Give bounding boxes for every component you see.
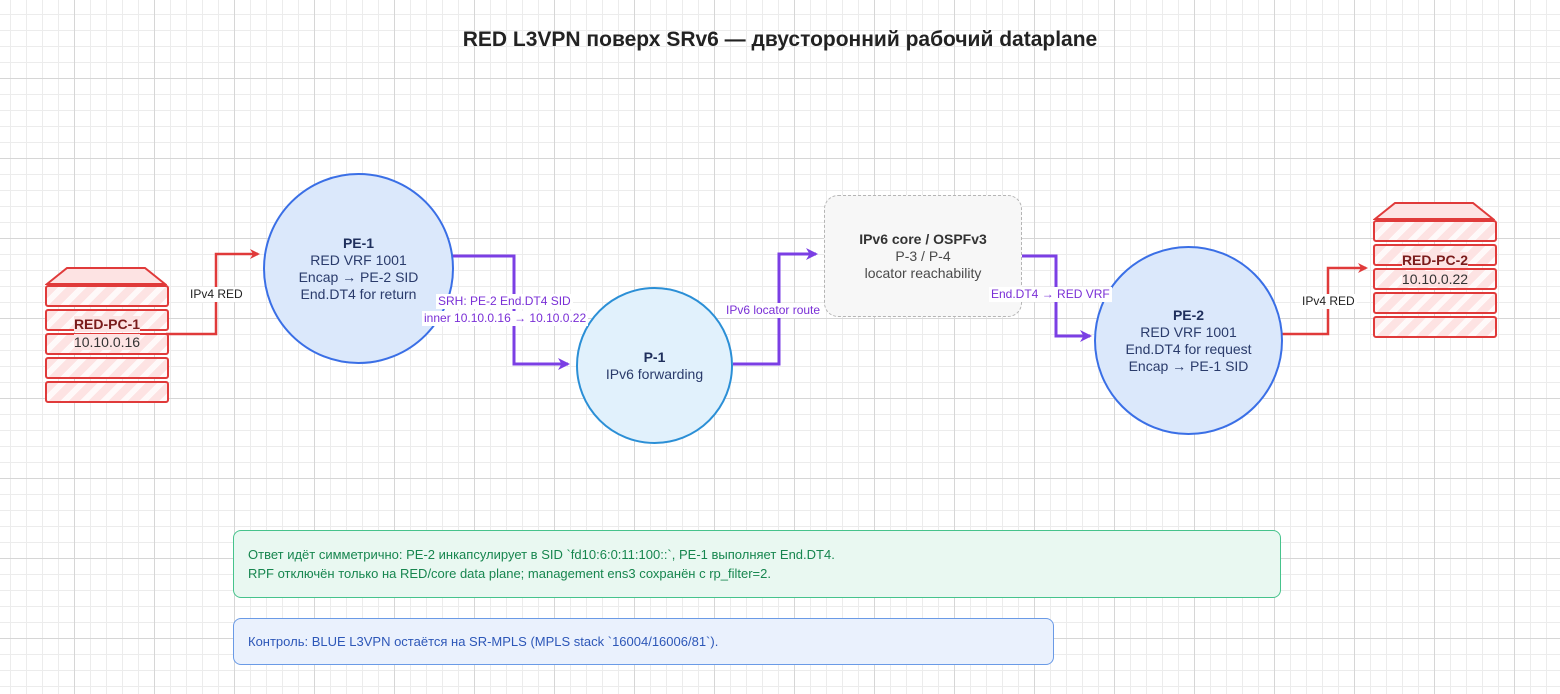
control-note: Контроль: BLUE L3VPN остаётся на SR-MPLS… (233, 618, 1054, 665)
server-row (1373, 220, 1497, 242)
pe-1-node[interactable]: PE-1 RED VRF 1001 Encap → PE-2 SID End.D… (263, 173, 454, 364)
page-title: RED L3VPN поверх SRv6 — двусторонний раб… (462, 28, 1098, 51)
edge-pe1-p1 (452, 254, 570, 370)
pe-2-node[interactable]: PE-2 RED VRF 1001 End.DT4 for request En… (1094, 246, 1283, 435)
node-line: End.DT4 for request (1125, 340, 1252, 357)
node-line: Encap → PE-1 SID (1128, 357, 1249, 374)
node-name: P-1 (643, 348, 666, 365)
server-row (1373, 316, 1497, 338)
edge-label-pc1-pe1: IPv4 RED (188, 287, 245, 302)
host-name: RED-PC-2 (1401, 252, 1469, 268)
core-line: locator reachability (864, 264, 982, 281)
core-line: P-3 / P-4 (895, 247, 951, 264)
note-line: Ответ идёт симметрично: PE-2 инкапсулиру… (248, 547, 835, 562)
server-row (1373, 292, 1497, 314)
note-line: Контроль: BLUE L3VPN остаётся на SR-MPLS… (248, 634, 719, 649)
node-name: PE-2 (1172, 306, 1205, 323)
server-row (45, 381, 169, 403)
edge-label-pe1-p1-srh: SRH: PE-2 End.DT4 SID (436, 294, 573, 309)
server-row (45, 357, 169, 379)
server-top-icon (45, 267, 167, 285)
edge-label-pe1-p1-inner: inner 10.10.0.16 → 10.10.0.22 (422, 311, 589, 326)
server-row (45, 285, 169, 307)
node-line: Encap → PE-2 SID (298, 268, 419, 285)
symmetric-return-note: Ответ идёт симметрично: PE-2 инкапсулиру… (233, 530, 1281, 598)
server-top-icon (1373, 202, 1495, 220)
note-line: RPF отключён только на RED/core data pla… (248, 566, 771, 581)
red-pc-2-server-icon[interactable]: RED-PC-2 10.10.0.22 (1373, 201, 1497, 338)
red-pc-1-server-icon[interactable]: RED-PC-1 10.10.0.16 (45, 266, 169, 403)
host-ip: 10.10.0.16 (73, 334, 141, 350)
node-line: End.DT4 for return (300, 285, 417, 302)
node-name: PE-1 (342, 234, 375, 251)
edge-label-pe2-pc2: IPv4 RED (1300, 294, 1357, 309)
edge-label-core-pe2: End.DT4 → RED VRF (989, 287, 1112, 302)
host-name: RED-PC-1 (73, 316, 141, 332)
node-line: RED VRF 1001 (1140, 323, 1237, 340)
host-ip: 10.10.0.22 (1401, 271, 1469, 287)
p-1-node[interactable]: P-1 IPv6 forwarding (576, 287, 733, 444)
core-name: IPv6 core / OSPFv3 (859, 230, 987, 247)
edge-label-p1-core: IPv6 locator route (724, 303, 823, 318)
node-line: IPv6 forwarding (605, 365, 704, 382)
node-line: RED VRF 1001 (310, 251, 407, 268)
